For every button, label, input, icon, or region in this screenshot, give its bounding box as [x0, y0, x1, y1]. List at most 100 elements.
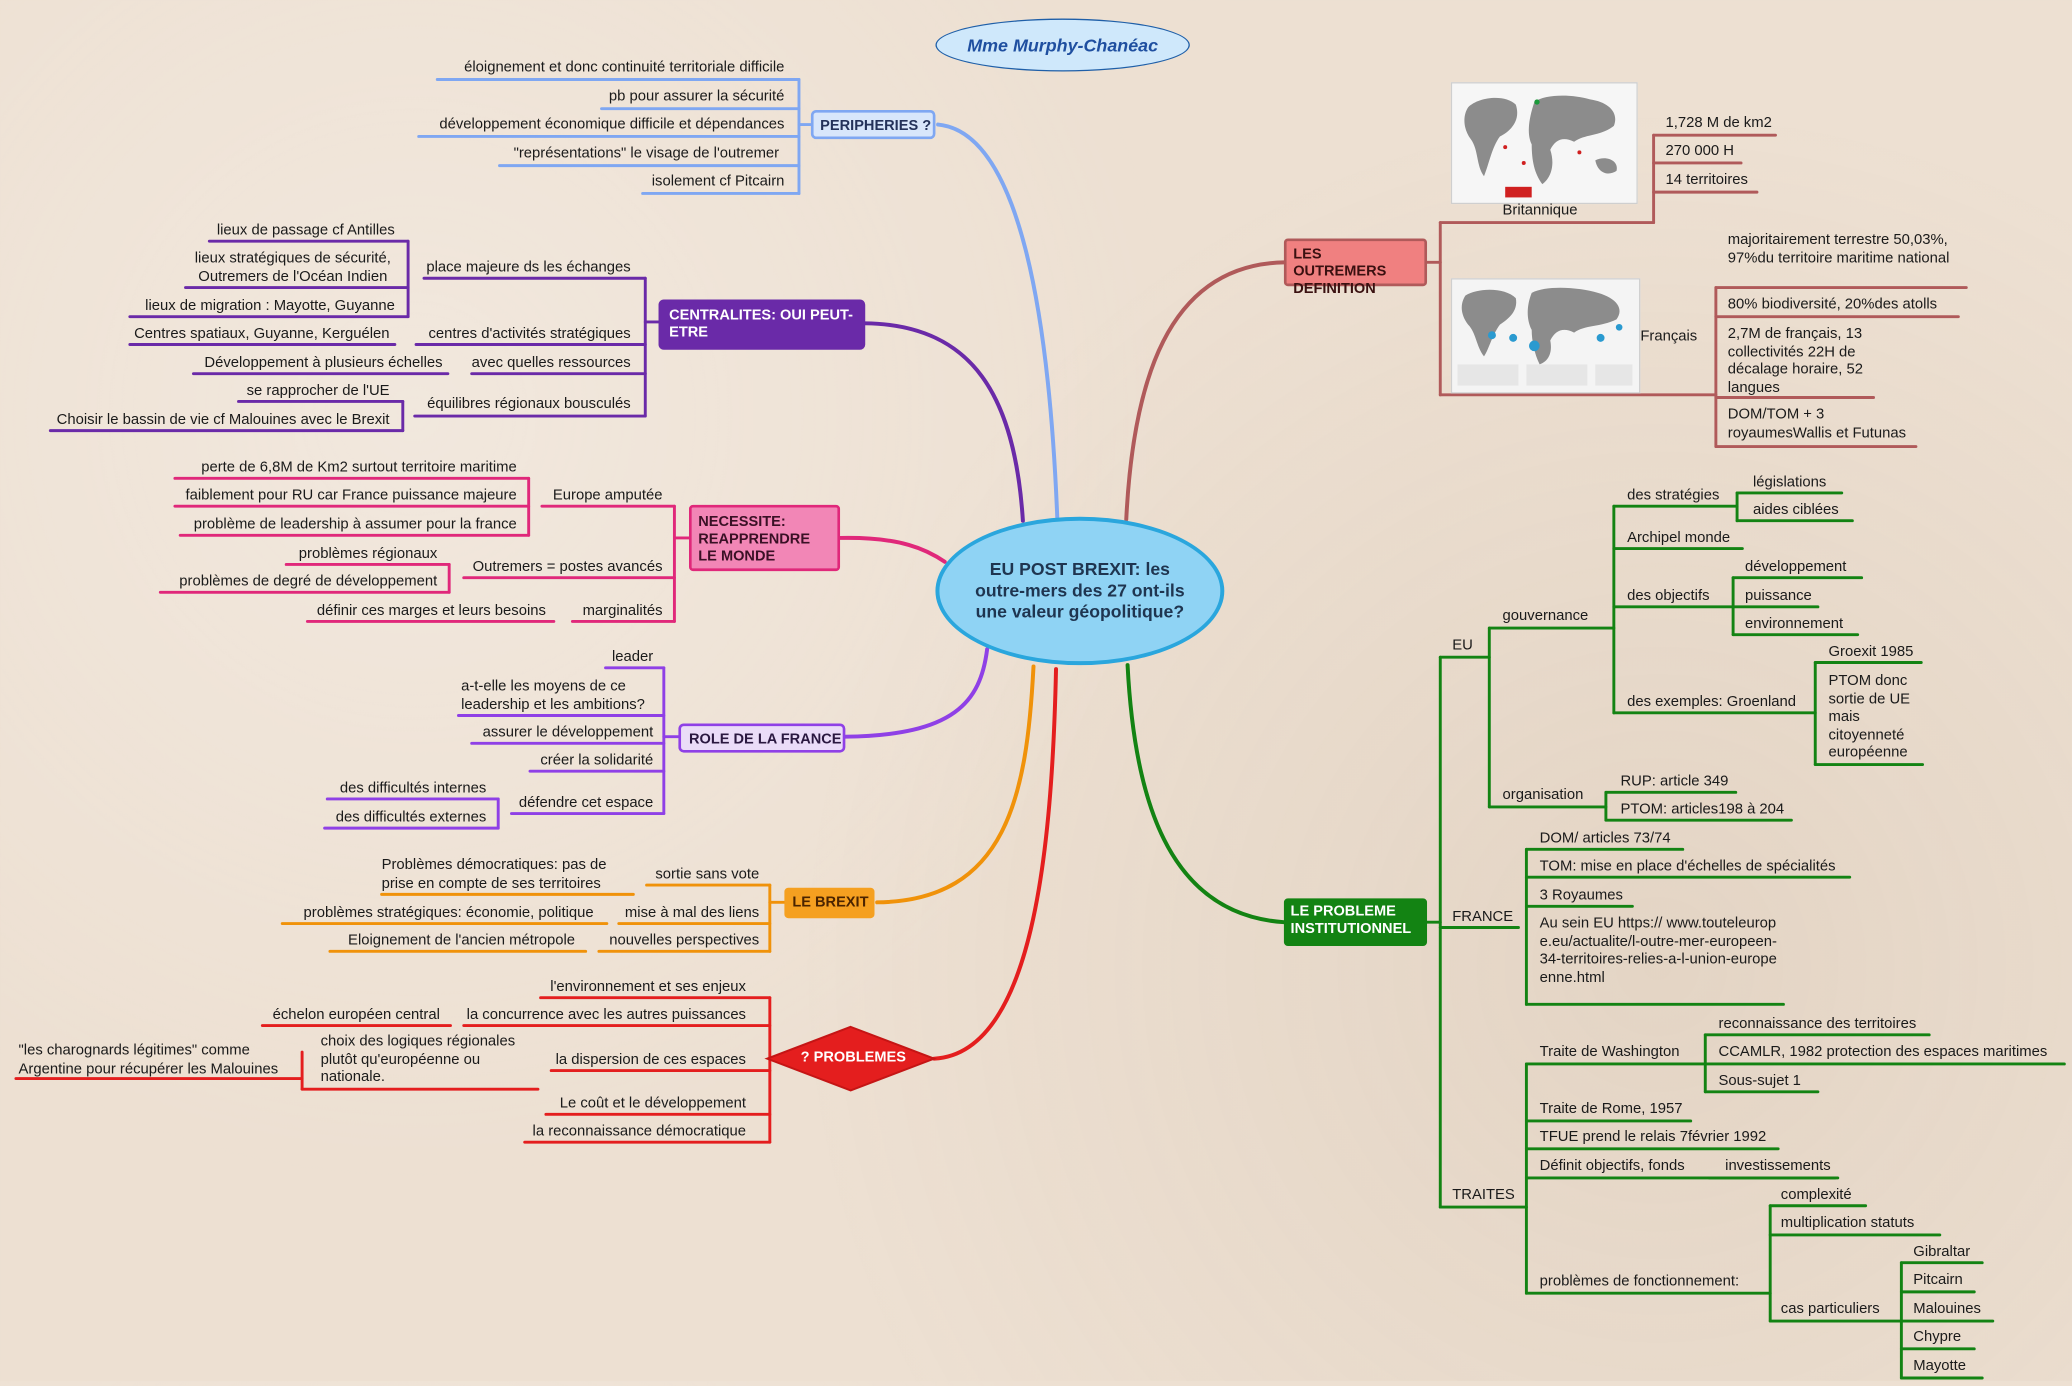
- list-item: TOM: mise en place d'échelles de spécial…: [1539, 858, 1836, 875]
- list-item: Choisir le bassin de vie cf Malouines av…: [56, 412, 390, 428]
- list-item: Définit objectifs, fonds: [1539, 1158, 1685, 1174]
- list-item: problème de leadership à assumer pour la…: [193, 516, 517, 533]
- list-item: des objectifs: [1627, 588, 1710, 605]
- list-item: Le coût et le développement: [559, 1095, 746, 1112]
- list-item: TFUE prend le relais 7février 1992: [1539, 1128, 1767, 1145]
- list-item: Au sein EU https:// www.touteleurope.eu/…: [1539, 915, 1777, 986]
- list-item: Traite de Washington: [1539, 1044, 1680, 1060]
- list-item: Chypre: [1913, 1328, 1962, 1345]
- label-britannique: Britannique: [1502, 202, 1578, 219]
- list-item: Pitcairn: [1913, 1272, 1963, 1288]
- node-role-france[interactable]: ROLE DE LA FRANCE: [678, 723, 846, 753]
- list-item: des difficultés internes: [339, 780, 487, 797]
- list-item: définir ces marges et leurs besoins: [316, 602, 546, 619]
- list-item: complexité: [1780, 1187, 1852, 1204]
- list-item: aides ciblées: [1752, 502, 1839, 519]
- list-item: Eloignement de l'ancien métropole: [348, 932, 576, 949]
- list-item: PTOM donc sortie de UE mais citoyenneté …: [1828, 673, 1911, 761]
- list-item: DOM/TOM + 3 royaumesWallis et Futunas: [1727, 406, 1907, 441]
- list-item: marginalités: [582, 602, 663, 619]
- list-item: cas particuliers: [1780, 1301, 1880, 1318]
- list-item: Gibraltar: [1913, 1244, 1971, 1261]
- list-item: pb pour assurer la sécurité: [608, 88, 785, 105]
- list-item: échelon européen central: [272, 1007, 440, 1023]
- list-item: des stratégies: [1627, 487, 1720, 504]
- list-item: choix des logiques régionales plutôt qu'…: [320, 1033, 516, 1086]
- list-item: 1,728 M de km2: [1665, 115, 1772, 132]
- list-item: RUP: article 349: [1620, 773, 1729, 790]
- node-necessite[interactable]: NECESSITE: REAPPRENDRE LE MONDE: [689, 504, 841, 572]
- list-item: législations: [1752, 474, 1827, 491]
- list-item: équilibres régionaux bousculés: [427, 396, 631, 413]
- list-item: place majeure ds les échanges: [426, 259, 631, 276]
- list-item: avec quelles ressources: [471, 355, 631, 371]
- list-item: gouvernance: [1502, 608, 1589, 625]
- list-item: problèmes de fonctionnement:: [1539, 1273, 1740, 1290]
- list-item: nouvelles perspectives: [609, 932, 760, 949]
- list-item: puissance: [1745, 588, 1812, 605]
- list-item: Mayotte: [1913, 1358, 1967, 1375]
- list-item: organisation: [1502, 787, 1584, 803]
- list-item: 270 000 H: [1665, 143, 1734, 159]
- list-item: créer la solidarité: [540, 752, 654, 769]
- list-item: 14 territoires: [1665, 172, 1748, 189]
- list-item: 3 Royaumes: [1539, 887, 1623, 904]
- list-item: a-t-elle les moyens de ce leadership et …: [461, 678, 645, 713]
- list-item: Problèmes démocratiques: pas de prise en…: [381, 857, 607, 892]
- list-item: leader: [612, 649, 654, 666]
- node-centralites[interactable]: CENTRALITES: OUI PEUT-ETRE: [658, 299, 866, 350]
- list-item: développement: [1745, 559, 1847, 576]
- node-problemes[interactable]: ? PROBLEMES: [800, 1049, 906, 1066]
- list-item: reconnaissance des territoires: [1718, 1016, 1917, 1033]
- list-item: Développement à plusieurs échelles: [204, 355, 443, 371]
- list-item: "représentations" le visage de l'outreme…: [513, 145, 780, 162]
- list-item: faiblement pour RU car France puissance …: [185, 487, 517, 504]
- list-item: Sous-sujet 1: [1718, 1073, 1801, 1090]
- list-item: "les charognards légitimes" comme Argent…: [18, 1042, 279, 1077]
- node-institutionnel[interactable]: LE PROBLEME INSTITUTIONNEL: [1283, 898, 1428, 947]
- teacher-bubble: Mme Murphy-Chanéac: [935, 18, 1190, 72]
- list-item: l'environnement et ses enjeux: [550, 979, 746, 996]
- list-item: 80% biodiversité, 20%des atolls: [1727, 296, 1938, 313]
- central-topic[interactable]: EU POST BREXIT: les outre-mers des 27 on…: [935, 516, 1225, 666]
- list-item: isolement cf Pitcairn: [651, 173, 785, 190]
- list-item: la concurrence avec les autres puissance…: [466, 1007, 746, 1023]
- list-item: sortie sans vote: [655, 866, 760, 883]
- node-outremers[interactable]: LES OUTREMERS DEFINITION: [1283, 238, 1428, 297]
- list-item: problèmes de degré de développement: [179, 573, 438, 590]
- problemes-diamond: [764, 1025, 937, 1092]
- list-item: CCAMLR, 1982 protection des espaces mari…: [1718, 1044, 2048, 1060]
- world-map-fr-icon: [1452, 279, 1640, 393]
- map-britannique: [1450, 82, 1638, 205]
- list-item: la reconnaissance démocratique: [532, 1123, 746, 1140]
- list-item: lieux de migration : Mayotte, Guyanne: [145, 298, 395, 315]
- list-item: se rapprocher de l'UE: [246, 382, 390, 399]
- world-map-brit-icon: [1452, 83, 1637, 203]
- node-brexit[interactable]: LE BREXIT: [784, 887, 875, 919]
- list-item: perte de 6,8M de Km2 surtout territoire …: [201, 459, 517, 476]
- list-item: centres d'activités stratégiques: [428, 325, 631, 342]
- list-item: majoritairement terrestre 50,03%, 97%du …: [1727, 231, 1950, 266]
- list-item: Archipel monde: [1627, 530, 1731, 546]
- list-item: DOM/ articles 73/74: [1539, 830, 1671, 847]
- list-item: environnement: [1745, 616, 1844, 633]
- map-francais: [1450, 278, 1641, 394]
- list-item: Europe amputée: [552, 487, 663, 504]
- list-item: la dispersion de ces espaces: [555, 1052, 746, 1068]
- list-item: éloignement et donc continuité territori…: [464, 59, 785, 76]
- list-item: développement économique difficile et dé…: [439, 116, 785, 133]
- label-francais: Français: [1640, 328, 1698, 345]
- list-item: Traite de Rome, 1957: [1539, 1101, 1683, 1117]
- list-item: EU: [1452, 637, 1473, 654]
- list-item: Malouines: [1913, 1301, 1981, 1318]
- list-item: Groexit 1985: [1828, 643, 1914, 660]
- node-peripheries[interactable]: PERIPHERIES ?: [810, 109, 936, 140]
- list-item: problèmes stratégiques: économie, politi…: [303, 904, 594, 921]
- list-item: problèmes régionaux: [298, 545, 438, 562]
- list-item: défendre cet espace: [518, 795, 654, 811]
- list-item: lieux de passage cf Antilles: [216, 222, 395, 239]
- list-item: PTOM: articles198 à 204: [1620, 801, 1785, 818]
- list-item: mise à mal des liens: [624, 904, 760, 921]
